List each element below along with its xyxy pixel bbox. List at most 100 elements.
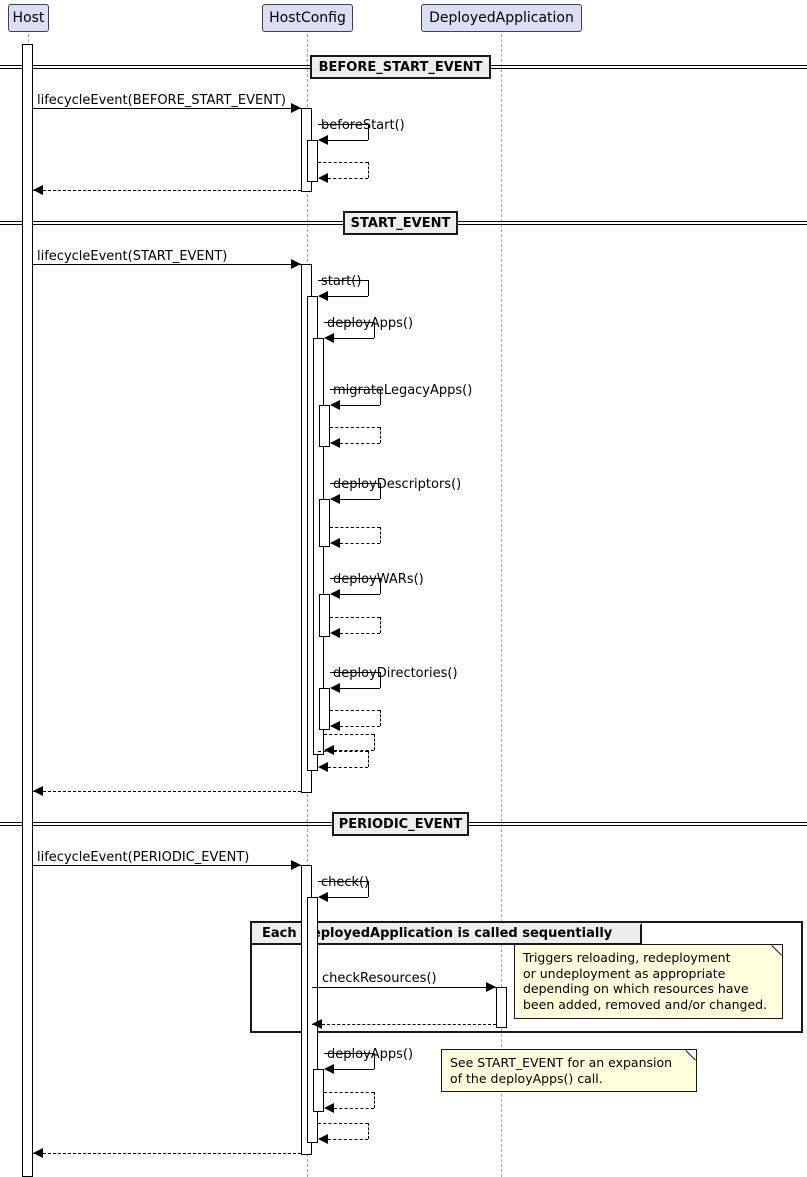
msg-label-m2: beforeStart() — [321, 118, 405, 133]
msg-self-bottom-m11 — [340, 543, 380, 544]
activation-a-hc-1-self — [307, 140, 318, 182]
msg-arrowhead-m25 — [318, 1134, 328, 1144]
msg-self-bottom-m8 — [340, 405, 380, 406]
msg-line-m19 — [33, 865, 301, 866]
msg-line-m4 — [33, 190, 301, 191]
msg-line-m26 — [33, 1153, 301, 1154]
msg-arrowhead-m9 — [330, 438, 340, 448]
msg-self-top-m24 — [324, 1092, 374, 1093]
participant-label: DeployedApplication — [429, 10, 574, 26]
msg-arrowhead-m1 — [291, 103, 301, 113]
participant-host[interactable]: Host — [8, 4, 49, 32]
msg-line-m21 — [312, 987, 496, 988]
msg-label-m19: lifecycleEvent(PERIODIC_EVENT) — [37, 850, 250, 865]
msg-label-m21: checkResources() — [322, 971, 437, 986]
note-note-check-resources: Triggers reloading, redeployment or unde… — [514, 944, 783, 1019]
msg-self-right-m14 — [380, 672, 381, 688]
activation-a-hc-2-s6 — [319, 688, 330, 730]
activation-a-hc-2-s4 — [319, 499, 330, 547]
group-label-text: Each DeployedApplication is called seque… — [262, 925, 613, 941]
msg-self-bottom-m24 — [334, 1108, 374, 1109]
msg-arrowhead-m15 — [330, 721, 340, 731]
msg-self-top-m11 — [330, 527, 380, 528]
msg-label-m14: deployDirectories() — [333, 666, 458, 681]
msg-line-m1 — [33, 108, 301, 109]
activation-a-hc-3-s2 — [313, 1069, 324, 1112]
msg-self-right-m12 — [380, 578, 381, 594]
msg-arrowhead-m10 — [330, 494, 340, 504]
msg-self-bottom-m20 — [328, 897, 368, 898]
msg-arrowhead-m5 — [291, 259, 301, 269]
msg-arrowhead-m11 — [330, 538, 340, 548]
msg-self-right-m10 — [380, 483, 381, 499]
msg-self-top-m10 — [330, 483, 380, 484]
activation-a-host-main — [22, 44, 33, 1177]
msg-self-right-m20 — [368, 881, 369, 897]
msg-self-top-m25 — [318, 1123, 368, 1124]
msg-self-bottom-m7 — [334, 338, 374, 339]
msg-line-m5 — [33, 264, 301, 265]
msg-self-right-m16 — [374, 734, 375, 750]
msg-line-m22 — [312, 1024, 496, 1025]
msg-self-bottom-m10 — [340, 499, 380, 500]
msg-arrowhead-m12 — [330, 589, 340, 599]
divider-label-periodic: PERIODIC_EVENT — [332, 812, 469, 836]
lifeline-deployedapp — [501, 34, 502, 1177]
msg-arrowhead-m26 — [33, 1148, 43, 1158]
msg-self-top-m14 — [330, 672, 380, 673]
msg-arrowhead-m22 — [312, 1019, 322, 1029]
msg-label-m7: deployApps() — [327, 316, 414, 331]
msg-arrowhead-m18 — [33, 786, 43, 796]
msg-arrowhead-m3 — [318, 173, 328, 183]
msg-self-top-m23 — [324, 1053, 374, 1054]
msg-arrowhead-m16 — [324, 745, 334, 755]
msg-self-top-m12 — [330, 578, 380, 579]
msg-arrowhead-m6 — [318, 291, 328, 301]
msg-self-right-m11 — [380, 527, 381, 543]
msg-self-top-m3 — [318, 162, 368, 163]
msg-self-bottom-m6 — [328, 296, 368, 297]
msg-label-m20: check() — [321, 875, 370, 890]
msg-self-top-m13 — [330, 617, 380, 618]
msg-self-top-m15 — [330, 710, 380, 711]
msg-arrowhead-m8 — [330, 400, 340, 410]
msg-self-bottom-m13 — [340, 633, 380, 634]
participant-label: HostConfig — [269, 10, 346, 26]
divider-text: PERIODIC_EVENT — [338, 816, 463, 832]
msg-self-bottom-m3 — [328, 178, 368, 179]
msg-self-right-m9 — [380, 427, 381, 443]
group-label-each-deployed-application: Each DeployedApplication is called seque… — [252, 923, 642, 945]
note-fold-note-check-resources — [772, 945, 782, 955]
participant-hostconfig[interactable]: HostConfig — [262, 4, 353, 32]
msg-self-right-m25 — [368, 1123, 369, 1139]
msg-self-right-m2 — [368, 124, 369, 140]
divider-label-before-start: BEFORE_START_EVENT — [310, 55, 491, 79]
msg-label-m6: start() — [321, 274, 362, 289]
note-note-deploy-apps: See START_EVENT for an expansion of the … — [441, 1049, 697, 1092]
msg-self-bottom-m23 — [334, 1069, 374, 1070]
msg-arrowhead-m24 — [324, 1103, 334, 1113]
divider-text: BEFORE_START_EVENT — [318, 59, 483, 75]
participant-deployedapp[interactable]: DeployedApplication — [421, 4, 582, 32]
msg-self-bottom-m2 — [328, 140, 368, 141]
msg-label-m12: deployWARs() — [333, 572, 424, 587]
msg-arrowhead-m2 — [318, 135, 328, 145]
msg-self-right-m3 — [368, 162, 369, 178]
msg-self-right-m17 — [368, 751, 369, 767]
participant-label: Host — [12, 10, 45, 26]
msg-self-right-m6 — [368, 280, 369, 296]
msg-self-bottom-m17 — [328, 767, 368, 768]
msg-arrowhead-m4 — [33, 185, 43, 195]
msg-self-top-m9 — [330, 427, 380, 428]
msg-arrowhead-m13 — [330, 628, 340, 638]
msg-arrowhead-m7 — [324, 333, 334, 343]
msg-self-top-m2 — [318, 124, 368, 125]
msg-self-bottom-m12 — [340, 594, 380, 595]
msg-self-right-m13 — [380, 617, 381, 633]
msg-self-bottom-m16 — [334, 750, 374, 751]
divider-label-start: START_EVENT — [343, 211, 458, 235]
msg-self-top-m8 — [330, 389, 380, 390]
msg-arrowhead-m17 — [318, 762, 328, 772]
msg-label-m1: lifecycleEvent(BEFORE_START_EVENT) — [37, 93, 286, 108]
